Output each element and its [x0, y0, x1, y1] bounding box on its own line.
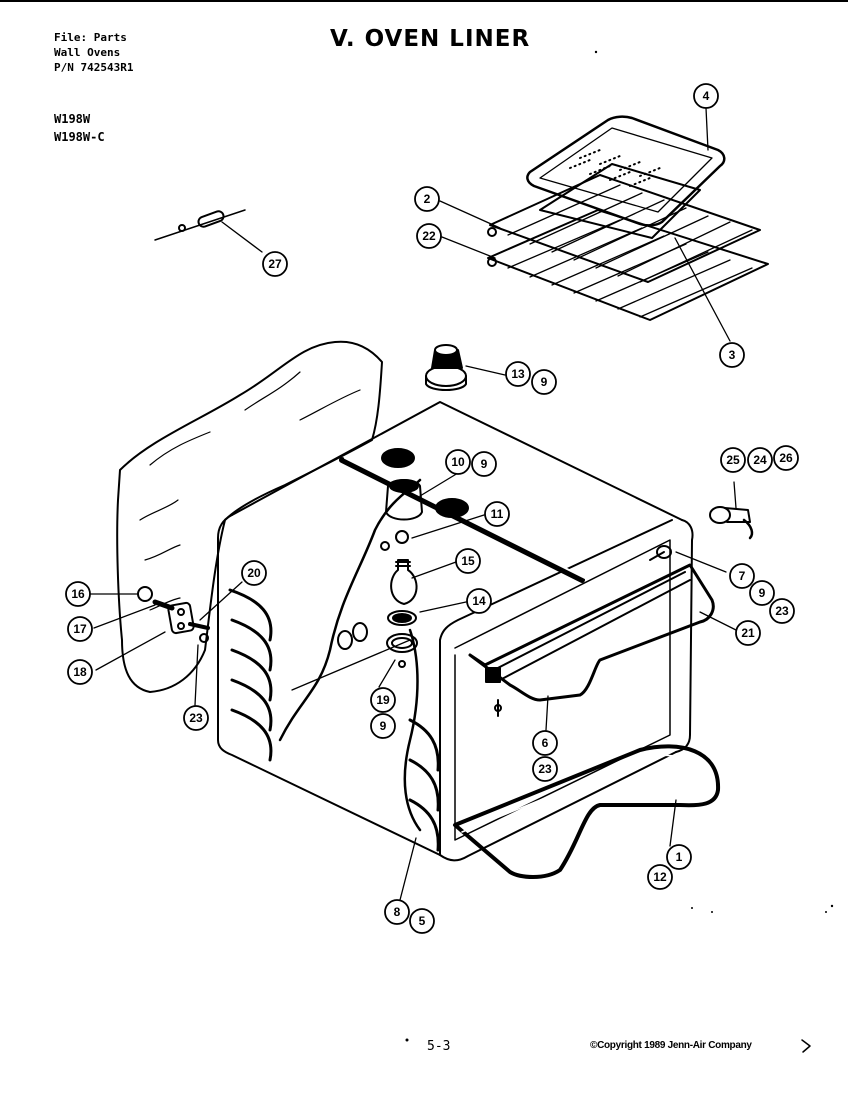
callout-23: 23: [538, 762, 552, 776]
sensor-bracket: [709, 506, 754, 540]
callout-5: 5: [419, 914, 426, 928]
corner-mark: [801, 1039, 811, 1053]
oven-cavity: [217, 401, 694, 862]
callout-7: 7: [739, 569, 746, 583]
callout-20: 20: [247, 566, 261, 580]
callout-14: 14: [472, 594, 486, 608]
callout-1: 1: [676, 850, 683, 864]
side-bracket: [137, 586, 210, 643]
callout-9: 9: [380, 719, 387, 733]
callout-2: 2: [424, 192, 431, 206]
callout-25: 25: [726, 453, 740, 467]
broil-element: [468, 563, 715, 702]
callout-10: 10: [451, 455, 465, 469]
insulation-blanket: [116, 340, 383, 693]
callout-9: 9: [541, 375, 548, 389]
file-line: Wall Ovens: [54, 46, 121, 59]
callout-4: 4: [703, 89, 710, 103]
scan-specks: [405, 50, 834, 1042]
callout-16: 16: [71, 587, 85, 601]
light-bulb: [390, 559, 418, 605]
callout-9: 9: [481, 457, 488, 471]
callout-26: 26: [779, 451, 793, 465]
callout-17: 17: [73, 622, 87, 636]
callout-12: 12: [653, 870, 667, 884]
element-hardware: [494, 545, 672, 717]
file-line: File: Parts: [54, 31, 127, 44]
callout-23: 23: [189, 711, 203, 725]
callout-8: 8: [394, 905, 401, 919]
callout-19: 19: [376, 693, 390, 707]
light-lens: [386, 610, 418, 668]
model-number: W198W: [54, 112, 91, 126]
callout-11: 11: [491, 507, 504, 521]
model-list: W198W W198W-C: [54, 110, 105, 146]
leader-lines: [89, 107, 737, 901]
copyright-notice: ©Copyright 1989 Jenn-Air Company: [590, 1040, 752, 1051]
oven-racks: [487, 174, 769, 321]
callout-9: 9: [759, 586, 766, 600]
top-border-line: [0, 0, 848, 2]
callout-18: 18: [73, 665, 87, 679]
callout-23: 23: [775, 604, 789, 618]
callout-circles: [65, 83, 799, 934]
broiler-pan: [526, 115, 726, 239]
callout-21: 21: [741, 626, 755, 640]
file-line: P/N 742543R1: [54, 61, 134, 74]
light-socket: [425, 344, 467, 391]
callout-24: 24: [753, 453, 767, 467]
callout-6: 6: [542, 736, 549, 750]
rack-support: [154, 209, 246, 241]
bake-element: [453, 744, 721, 879]
callout-27: 27: [268, 257, 282, 271]
model-number: W198W-C: [54, 130, 105, 144]
page-number: 5-3: [427, 1039, 451, 1054]
callout-15: 15: [461, 554, 475, 568]
file-info: File: Parts Wall Ovens P/N 742543R1: [54, 30, 133, 75]
page-title: V. OVEN LINER: [330, 26, 531, 52]
callout-13: 13: [511, 367, 525, 381]
callout-22: 22: [422, 229, 436, 243]
light-receptacle: [380, 479, 423, 551]
callout-3: 3: [729, 348, 736, 362]
